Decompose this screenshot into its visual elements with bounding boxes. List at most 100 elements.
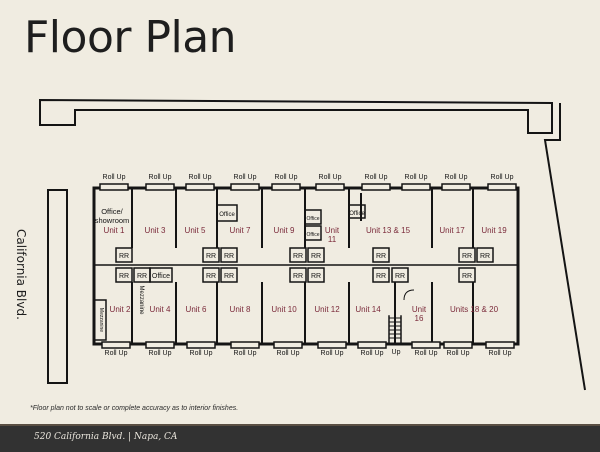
restroom (458, 267, 476, 283)
restroom-label: RR (137, 273, 147, 280)
door-swing (403, 289, 415, 301)
restroom (458, 247, 476, 263)
restroom (372, 247, 390, 263)
roll-up-label: Roll Up (190, 350, 213, 357)
office-label: Office (307, 232, 320, 238)
roll-up-door (357, 341, 387, 349)
roll-up-door (145, 341, 175, 349)
roll-up-label: Roll Up (234, 174, 257, 181)
unit-label: Unit 13 & 15 (366, 226, 411, 235)
restroom (115, 247, 133, 263)
unit-label: Units 18 & 20 (450, 305, 499, 314)
restroom (307, 247, 325, 263)
unit-label: Unit 17 (439, 226, 465, 235)
restroom-label: RR (395, 273, 405, 280)
roll-up-door (411, 341, 441, 349)
restroom-label: RR (119, 273, 129, 280)
roll-up-label: Roll Up (321, 350, 344, 357)
unit-label: Unit 3 (145, 226, 166, 235)
floor-plan-diagram: Roll Up Roll Up Roll Up Roll Up Roll Up Roll … (39, 98, 586, 391)
footer-address: 520 California Blvd. | Napa, CA (34, 432, 178, 442)
roll-up-label: Roll Up (491, 174, 514, 181)
roll-up-door (485, 341, 515, 349)
roll-up-door (273, 341, 303, 349)
office-label: Office (152, 273, 170, 280)
roll-up-door (145, 183, 175, 191)
unit-label: Unit (412, 305, 427, 314)
office-label: Office (349, 211, 365, 217)
roll-up-door (230, 183, 260, 191)
restroom-label: RR (480, 253, 490, 260)
office-room (304, 209, 322, 225)
roll-up-label: Roll Up (189, 174, 212, 181)
restroom (372, 267, 390, 283)
restroom (115, 267, 133, 283)
unit-label: Unit 9 (274, 226, 295, 235)
roll-up-label: Roll Up (149, 174, 172, 181)
restroom (307, 267, 325, 283)
mezzanine-label: Mezzanine (138, 285, 144, 315)
restroom (289, 247, 307, 263)
office-label: Office (307, 216, 320, 222)
roll-up-door (361, 183, 391, 191)
lot-boundary-east (543, 103, 586, 391)
roll-up-label: Roll Up (103, 174, 126, 181)
sidewalk-strip (47, 189, 68, 384)
roll-up-label: Roll Up (277, 350, 300, 357)
roll-up-label: Roll Up (319, 174, 342, 181)
roll-up-door (441, 183, 471, 191)
office-room (348, 204, 366, 219)
page-title: Floor Plan (24, 12, 237, 63)
unit-label: Unit 2 (110, 305, 131, 314)
restroom-label: RR (376, 273, 386, 280)
roll-up-door (230, 341, 260, 349)
roll-up-door (186, 341, 216, 349)
restroom-label: RR (293, 253, 303, 260)
restroom (202, 267, 220, 283)
roll-up-label: Roll Up (361, 350, 384, 357)
restroom-label: RR (311, 253, 321, 260)
unit-label: Unit 10 (271, 305, 297, 314)
office-room (304, 225, 322, 241)
restroom-label: RR (462, 253, 472, 260)
roll-up-label: Roll Up (275, 174, 298, 181)
disclaimer-note: *Floor plan not to scale or complete acc… (30, 405, 239, 412)
roll-up-label: Roll Up (447, 350, 470, 357)
unit-label: Unit (325, 226, 340, 235)
restroom-label: RR (224, 253, 234, 260)
restroom (220, 247, 238, 263)
office-room (149, 267, 173, 283)
restroom-label: RR (119, 253, 129, 260)
roll-up-label: Roll Up (365, 174, 388, 181)
mezzanine-room (93, 299, 107, 341)
unit-label: 16 (415, 314, 424, 323)
roll-up-door (101, 341, 131, 349)
footer-bar: 520 California Blvd. | Napa, CA (0, 424, 600, 452)
restroom (476, 247, 494, 263)
unit-label: Unit 7 (230, 226, 251, 235)
roll-up-door (185, 183, 215, 191)
office-label: Office (219, 212, 235, 218)
office-showroom-label: showroom (95, 216, 130, 225)
restroom-label: RR (376, 253, 386, 260)
roll-up-door (315, 183, 345, 191)
restroom-label: RR (206, 273, 216, 280)
unit-label: Unit 19 (481, 226, 507, 235)
roll-up-door (443, 341, 473, 349)
roll-up-label: Roll Up (105, 350, 128, 357)
restroom-label: RR (462, 273, 472, 280)
roll-up-label: Roll Up (489, 350, 512, 357)
restroom (289, 267, 307, 283)
street-label: California Blvd. (14, 228, 28, 320)
restroom-label: RR (206, 253, 216, 260)
roll-up-label: Roll Up (234, 350, 257, 357)
unit-label: Unit 12 (314, 305, 340, 314)
unit-label: Unit 8 (230, 305, 251, 314)
unit-label: Unit 1 (104, 226, 125, 235)
mezzanine-label: Mezzanine (98, 308, 104, 332)
roll-up-label: Roll Up (149, 350, 172, 357)
stair-up-label: Up (392, 349, 401, 356)
lot-boundary (39, 98, 553, 134)
roll-up-label: Roll Up (415, 350, 438, 357)
roll-up-label: Roll Up (405, 174, 428, 181)
